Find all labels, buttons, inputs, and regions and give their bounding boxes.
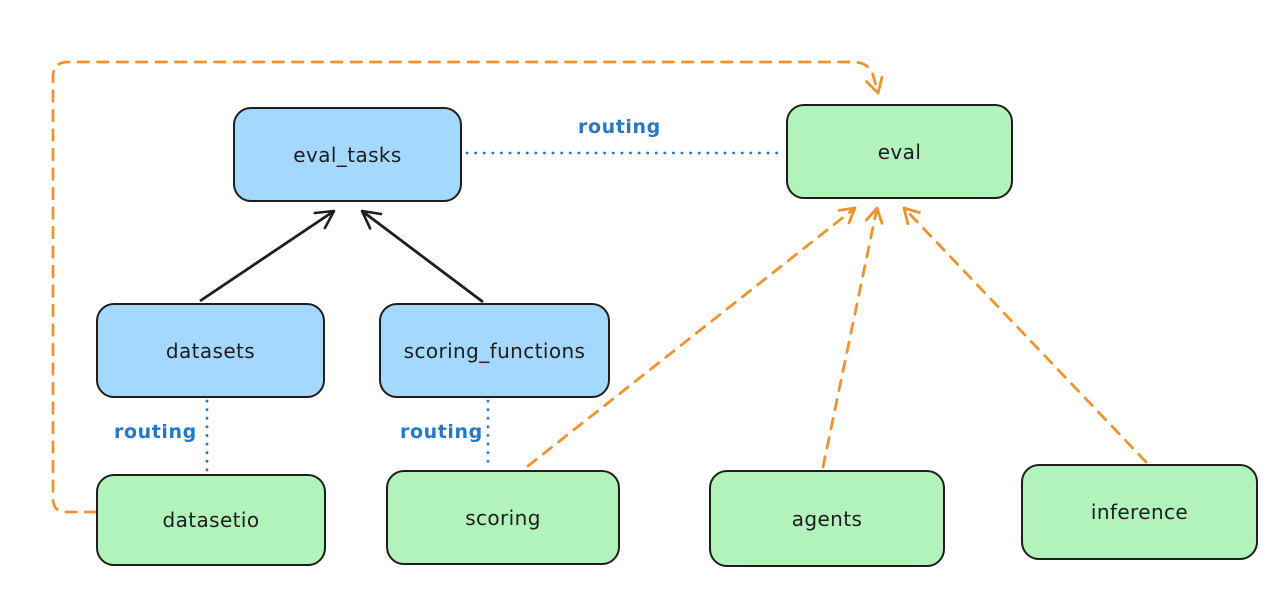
node-datasets-label: datasets	[165, 338, 256, 363]
node-eval-label: eval	[877, 139, 922, 164]
node-scoring-functions-label: scoring_functions	[403, 338, 586, 363]
node-datasetio-label: datasetio	[162, 508, 260, 532]
node-datasetio: datasetio	[96, 474, 326, 566]
edge-inference-to-eval	[902, 206, 1148, 464]
routing-label-datasets-datasetio: routing	[114, 421, 197, 443]
node-eval-tasks-label: eval_tasks	[293, 142, 402, 167]
edge-datasetio-to-eval	[51, 60, 884, 514]
node-agents-label: agents	[791, 506, 863, 531]
node-scoring-functions: scoring_functions	[379, 303, 610, 398]
edge-scoring-functions-to-eval-tasks	[360, 209, 484, 304]
node-datasets: datasets	[96, 303, 325, 398]
edge-datasets-to-eval-tasks	[199, 209, 336, 303]
node-inference-label: inference	[1090, 500, 1189, 524]
node-inference: inference	[1021, 464, 1258, 560]
edge-agents-to-eval	[821, 206, 884, 469]
routing-label-eval-tasks-eval: routing	[578, 116, 661, 138]
node-scoring: scoring	[386, 470, 620, 565]
node-agents: agents	[709, 470, 945, 567]
node-scoring-label: scoring	[465, 505, 541, 530]
node-eval: eval	[786, 104, 1013, 199]
node-eval-tasks: eval_tasks	[233, 107, 462, 202]
routing-label-scoring-functions-scoring: routing	[400, 421, 483, 443]
